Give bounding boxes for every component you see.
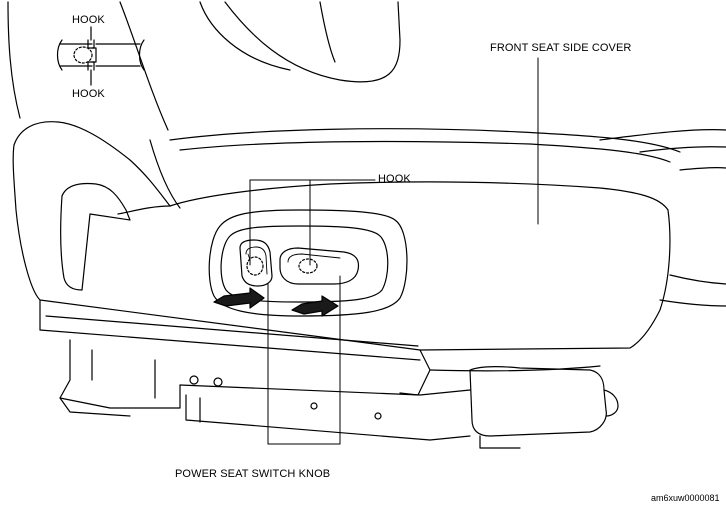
label-hook-inset-bottom: HOOK	[72, 88, 105, 100]
switch-bezel	[208, 209, 408, 317]
removal-arrows	[213, 287, 339, 317]
figure-code: am6xuw0000081	[651, 493, 720, 503]
seat-rail-frame	[59, 339, 619, 449]
power-seat-switch-knob-left	[239, 239, 273, 287]
label-power-seat-switch-knob: POWER SEAT SWITCH KNOB	[175, 468, 331, 480]
power-seat-switch-knob-right	[279, 247, 360, 285]
seat-back	[7, 1, 401, 209]
label-front-seat-side-cover: FRONT SEAT SIDE COVER	[490, 42, 632, 54]
label-hook-main: HOOK	[378, 173, 411, 185]
seat-cushion	[169, 128, 726, 307]
front-seat-side-cover	[12, 121, 671, 396]
hook-inset-detail	[56, 26, 145, 86]
label-hook-inset-top: HOOK	[72, 14, 105, 26]
leader-lines	[249, 57, 539, 445]
